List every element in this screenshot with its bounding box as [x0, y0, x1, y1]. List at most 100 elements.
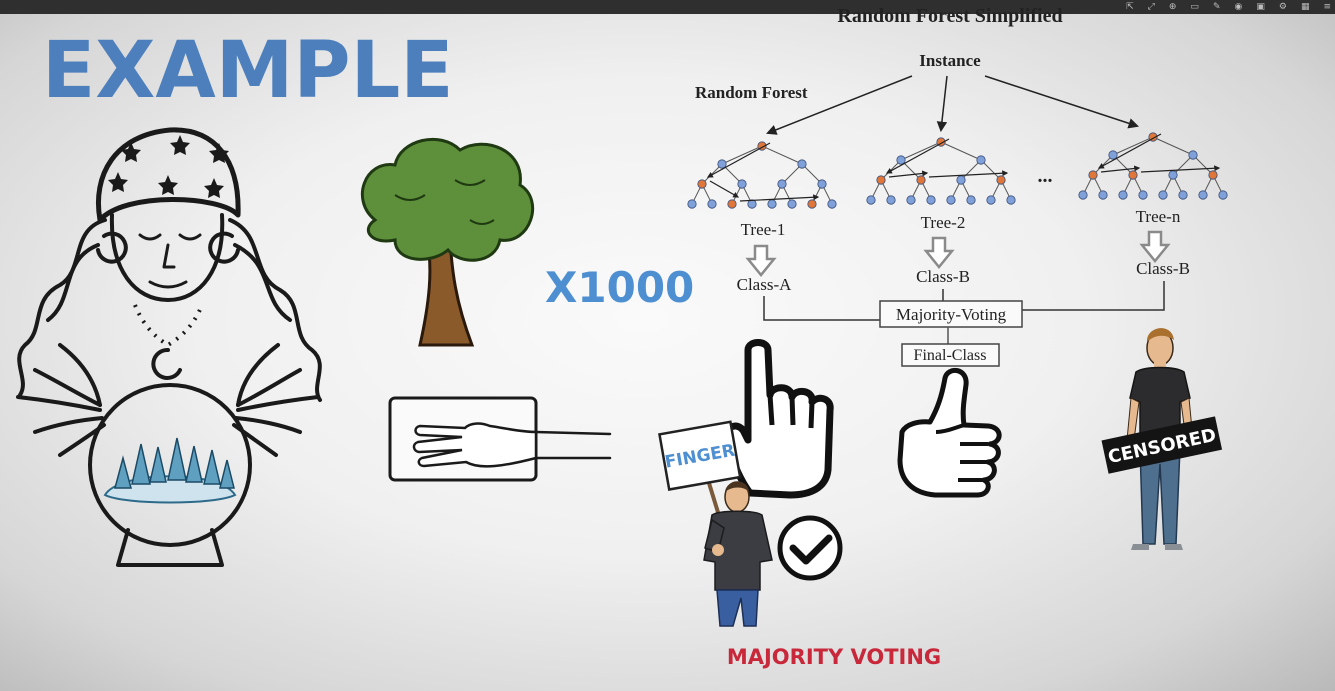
- gif-icon[interactable]: ◉: [1234, 1, 1243, 12]
- tree-node: [717, 159, 727, 169]
- protester-illustration: FINGER: [658, 420, 773, 627]
- check-circle-icon: [777, 515, 843, 581]
- class-label-n: Class-B: [1136, 259, 1190, 278]
- tree-node: [906, 195, 916, 205]
- decision-path-arrow: [1097, 133, 1162, 169]
- man-illustration: CENSORED: [1101, 328, 1223, 550]
- tree-node: [727, 199, 737, 209]
- voting-box: [879, 300, 1023, 328]
- voting-label: Majority-Voting: [896, 305, 1007, 324]
- tree-name-n: Tree-n: [1136, 207, 1181, 226]
- decision-path-arrow: [885, 138, 950, 174]
- tree-node: [697, 179, 707, 189]
- tree-name-1: Tree-1: [741, 220, 786, 239]
- ellipsis-label: ...: [1038, 165, 1053, 187]
- tree-node: [976, 155, 986, 165]
- tree-edge: [721, 145, 763, 165]
- tree-edge: [960, 159, 982, 181]
- tree-edge: [781, 163, 803, 185]
- censored-bar: [1101, 416, 1223, 474]
- tree-node: [807, 199, 817, 209]
- tree-node: [737, 179, 747, 189]
- tree-node: [1158, 190, 1168, 200]
- tree-edge: [1172, 154, 1194, 176]
- tree-node: [1168, 170, 1178, 180]
- tree-node: [1188, 150, 1198, 160]
- settings-icon[interactable]: ⚙: [1278, 1, 1287, 12]
- tree-edge: [980, 159, 1002, 181]
- class-label-1: Class-A: [737, 275, 793, 294]
- class-label-2: Class-B: [916, 267, 970, 286]
- tree-edge: [1152, 136, 1194, 156]
- grid-icon[interactable]: ▦: [1300, 1, 1310, 12]
- tree-edge: [900, 141, 942, 161]
- hand-box-illustration: [388, 396, 612, 482]
- tree-node: [707, 199, 717, 209]
- decision-path-arrow: [709, 180, 740, 198]
- frame-icon[interactable]: ▭: [1190, 1, 1199, 12]
- tree-node: [926, 195, 936, 205]
- tree-edge: [940, 141, 982, 161]
- tree-graphs: [687, 132, 1228, 209]
- final-class-box: [901, 343, 1000, 367]
- tree-node: [996, 175, 1006, 185]
- tree-node: [1098, 190, 1108, 200]
- tree-node: [1088, 170, 1098, 180]
- screen-capture-toolbar: ⇱ ⤢ ⊕ ▭ ✎ ◉ ▣ ⚙ ▦ ≡: [0, 0, 1335, 14]
- random-forest-diagram: Random Forest Simplified Instance Random…: [687, 5, 1228, 367]
- tree-node: [866, 195, 876, 205]
- tree-edge: [761, 145, 803, 165]
- down-arrow-icon: [745, 230, 1171, 277]
- tree-node: [956, 175, 966, 185]
- decision-path-arrow: [706, 142, 771, 178]
- diagram-title: Random Forest Simplified: [837, 5, 1062, 27]
- fortune-teller-illustration: [16, 127, 322, 567]
- majority-voting-caption: MAJORITY VOTING: [727, 645, 941, 669]
- tree-edge: [1192, 154, 1214, 176]
- decision-path-arrow: [1140, 165, 1221, 173]
- edit-icon[interactable]: ✎: [1212, 1, 1221, 12]
- tree-node: [966, 195, 976, 205]
- final-class-label: Final-Class: [914, 347, 987, 364]
- tree-node: [896, 155, 906, 165]
- tree-node: [1198, 190, 1208, 200]
- decision-path-arrow: [1100, 165, 1141, 173]
- tree-node: [827, 199, 837, 209]
- whiteboard-slide: [0, 14, 1335, 691]
- tree-edge: [801, 163, 823, 185]
- tree-edge: [1112, 136, 1154, 156]
- tree-node: [1006, 195, 1016, 205]
- decision-path-arrow: [928, 170, 1009, 178]
- tree-node: [986, 195, 996, 205]
- tree-node: [767, 199, 777, 209]
- tree-node: [1218, 190, 1228, 200]
- multiplier-label: X1000: [545, 263, 694, 312]
- forest-label: Random Forest: [695, 83, 808, 102]
- tree-node: [916, 175, 926, 185]
- toolbar-icons: ⇱ ⤢ ⊕ ▭ ✎ ◉ ▣ ⚙ ▦ ≡: [1126, 0, 1331, 14]
- crop-icon[interactable]: ⇱: [1126, 1, 1134, 12]
- tree-node: [817, 179, 827, 189]
- menu-icon[interactable]: ≡: [1323, 1, 1331, 12]
- forest-in-ball: [103, 437, 237, 504]
- tree-node: [1108, 150, 1118, 160]
- tree-node: [1138, 190, 1148, 200]
- tree-node: [1128, 170, 1138, 180]
- tree-illustration: [360, 137, 535, 347]
- decision-path-arrow: [739, 194, 820, 202]
- tree-node: [687, 199, 697, 209]
- tree-node: [777, 179, 787, 189]
- tree-node: [876, 175, 886, 185]
- size-icon[interactable]: ⤢: [1147, 1, 1155, 12]
- tree-node: [797, 159, 807, 169]
- star-icon: [108, 135, 229, 198]
- tree-node: [1078, 190, 1088, 200]
- instance-label: Instance: [919, 51, 981, 70]
- slide-title: EXAMPLE: [42, 26, 454, 116]
- pointing-finger-icon: [721, 339, 834, 499]
- pin-icon[interactable]: ⊕: [1168, 1, 1177, 12]
- tree-name-2: Tree-2: [921, 213, 966, 232]
- tree-node: [1208, 170, 1218, 180]
- window-icon[interactable]: ▣: [1256, 1, 1265, 12]
